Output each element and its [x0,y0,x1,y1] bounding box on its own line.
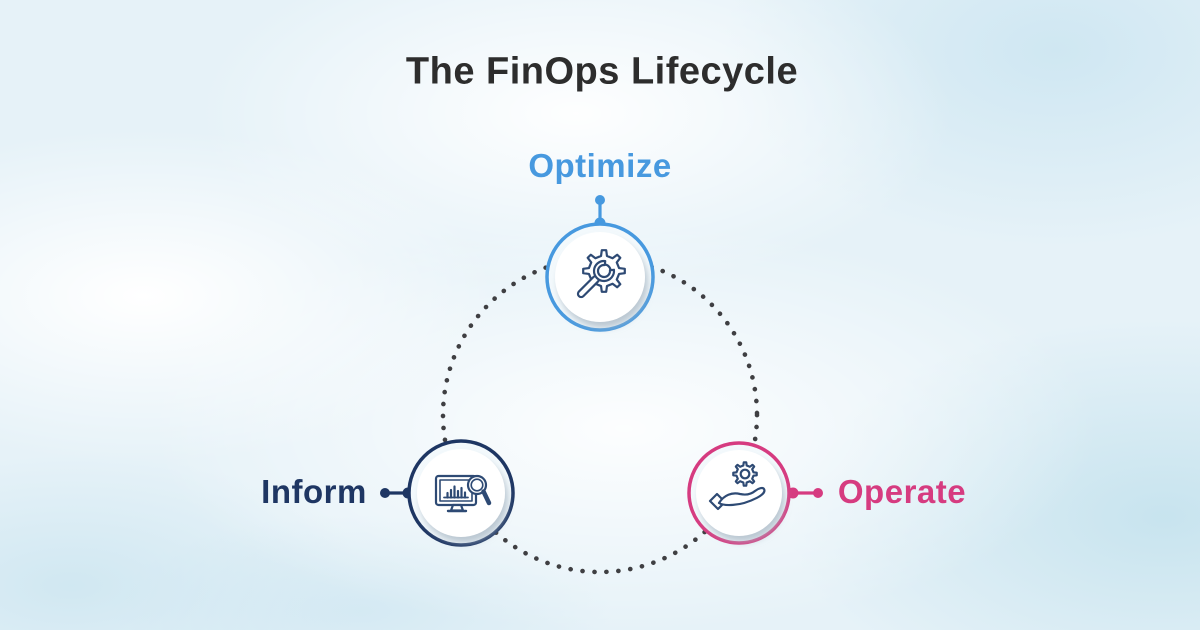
page-title: The FinOps Lifecycle [405,50,799,93]
operate-node-circle [687,441,791,545]
operate-connector [787,487,823,499]
dotted-cycle-ring [440,255,760,575]
label-optimize: Optimize [528,147,672,184]
hand-gear-icon [708,461,766,511]
inform-node-circle [407,439,515,547]
label-inform: Inform [261,473,367,510]
gear-wrench-icon [576,249,626,299]
label-operate: Operate [837,473,967,510]
monitor-chart-magnifier-icon [434,474,492,513]
optimize-node-circle [545,222,655,332]
